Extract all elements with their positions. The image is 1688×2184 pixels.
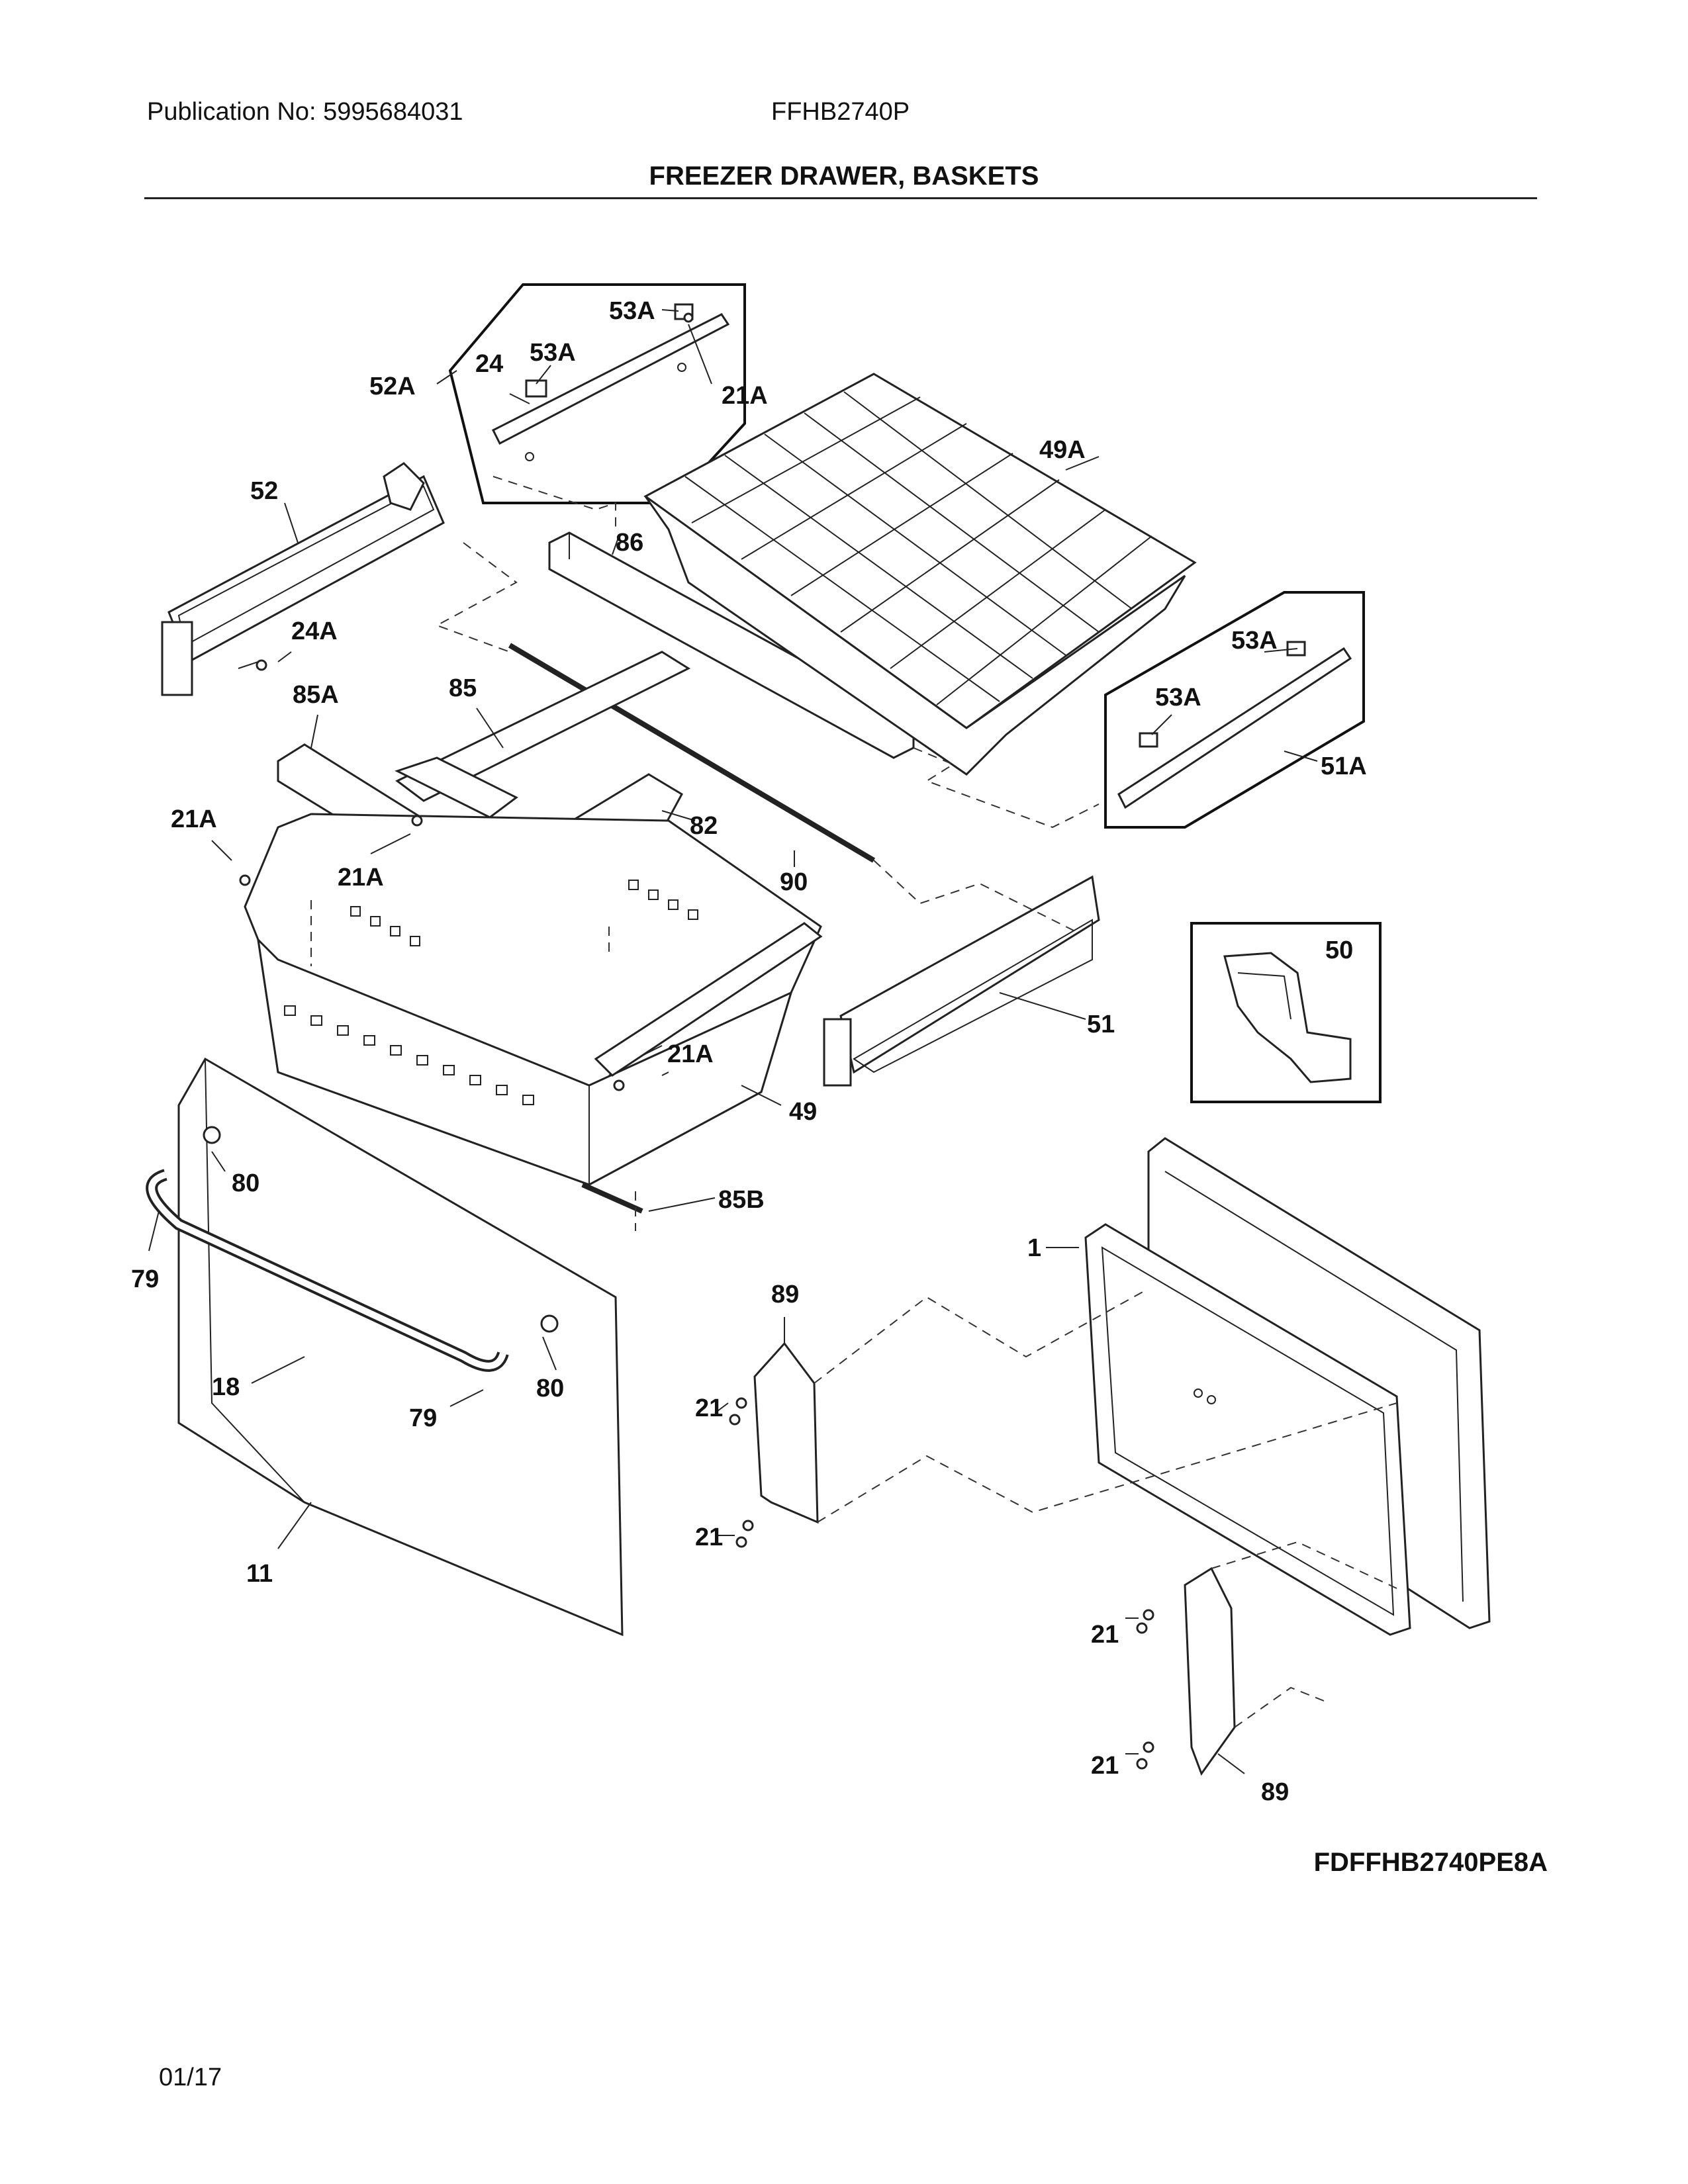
model-number: FFHB2740P: [771, 98, 910, 126]
label-53a: 53A: [530, 339, 576, 367]
label-80: 80: [536, 1375, 564, 1402]
label-11: 11: [246, 1560, 273, 1588]
label-21a: 21A: [722, 382, 768, 410]
inset-box-50: [1190, 922, 1382, 1103]
slide-rail-51: [823, 875, 1100, 1087]
slide-rail-52: [161, 462, 445, 696]
label-21a: 21A: [667, 1040, 714, 1068]
inset-box-51a: [1104, 591, 1365, 829]
label-89: 89: [1261, 1778, 1289, 1806]
rod-90: [508, 643, 876, 863]
label-85: 85: [449, 674, 477, 702]
label-79: 79: [409, 1404, 437, 1432]
label-51a: 51A: [1321, 752, 1367, 780]
wire-basket-49a: [643, 373, 1197, 776]
hinge-bracket-89-bottom: [1184, 1567, 1236, 1776]
main-basket-49: [244, 813, 823, 1186]
label-21a: 21A: [338, 864, 384, 891]
label-85b: 85B: [718, 1186, 765, 1214]
rod-85b: [581, 1182, 643, 1214]
label-21: 21: [695, 1524, 723, 1551]
gasket-1: [1084, 1223, 1411, 1636]
publication-number: Publication No: 5995684031: [147, 98, 463, 126]
label-53a: 53A: [1155, 684, 1201, 711]
screws-21a: [239, 312, 694, 1091]
label-21: 21: [695, 1394, 723, 1422]
label-18: 18: [212, 1373, 240, 1401]
label-52a: 52A: [369, 373, 416, 400]
diagram-code: FDFFHB2740PE8A: [1313, 1848, 1548, 1877]
label-86: 86: [616, 529, 643, 557]
label-89: 89: [771, 1281, 799, 1308]
label-49: 49: [789, 1098, 817, 1126]
label-21: 21: [1091, 1752, 1119, 1780]
label-53a: 53A: [609, 297, 655, 325]
page-title: FREEZER DRAWER, BASKETS: [649, 161, 1039, 191]
label-52: 52: [250, 477, 278, 505]
label-50: 50: [1325, 936, 1353, 964]
page-date: 01/17: [159, 2064, 222, 2091]
drawer-front-11: [177, 1057, 624, 1637]
label-21: 21: [1091, 1621, 1119, 1649]
label-24a: 24A: [291, 617, 338, 645]
label-24: 24: [475, 350, 503, 378]
screws-21: [729, 1397, 1154, 1770]
label-21a: 21A: [171, 805, 217, 833]
label-51: 51: [1087, 1011, 1115, 1038]
label-85a: 85A: [293, 681, 339, 709]
label-79: 79: [131, 1265, 159, 1293]
label-53a: 53A: [1231, 627, 1278, 655]
header-rule: [144, 197, 1537, 199]
label-1: 1: [1027, 1234, 1041, 1262]
label-49a: 49A: [1039, 436, 1086, 464]
assembly-guides: [310, 476, 1397, 1728]
label-90: 90: [780, 868, 808, 896]
label-80: 80: [232, 1169, 259, 1197]
hinge-bracket-89-top: [753, 1342, 819, 1524]
leader-lines: [148, 309, 1318, 1774]
handle-18: [146, 1169, 509, 1372]
part-labels: 53A 24 53A 52A 21A 49A 52 86 24A 53A 53A…: [131, 297, 1367, 1806]
label-82: 82: [690, 812, 718, 840]
